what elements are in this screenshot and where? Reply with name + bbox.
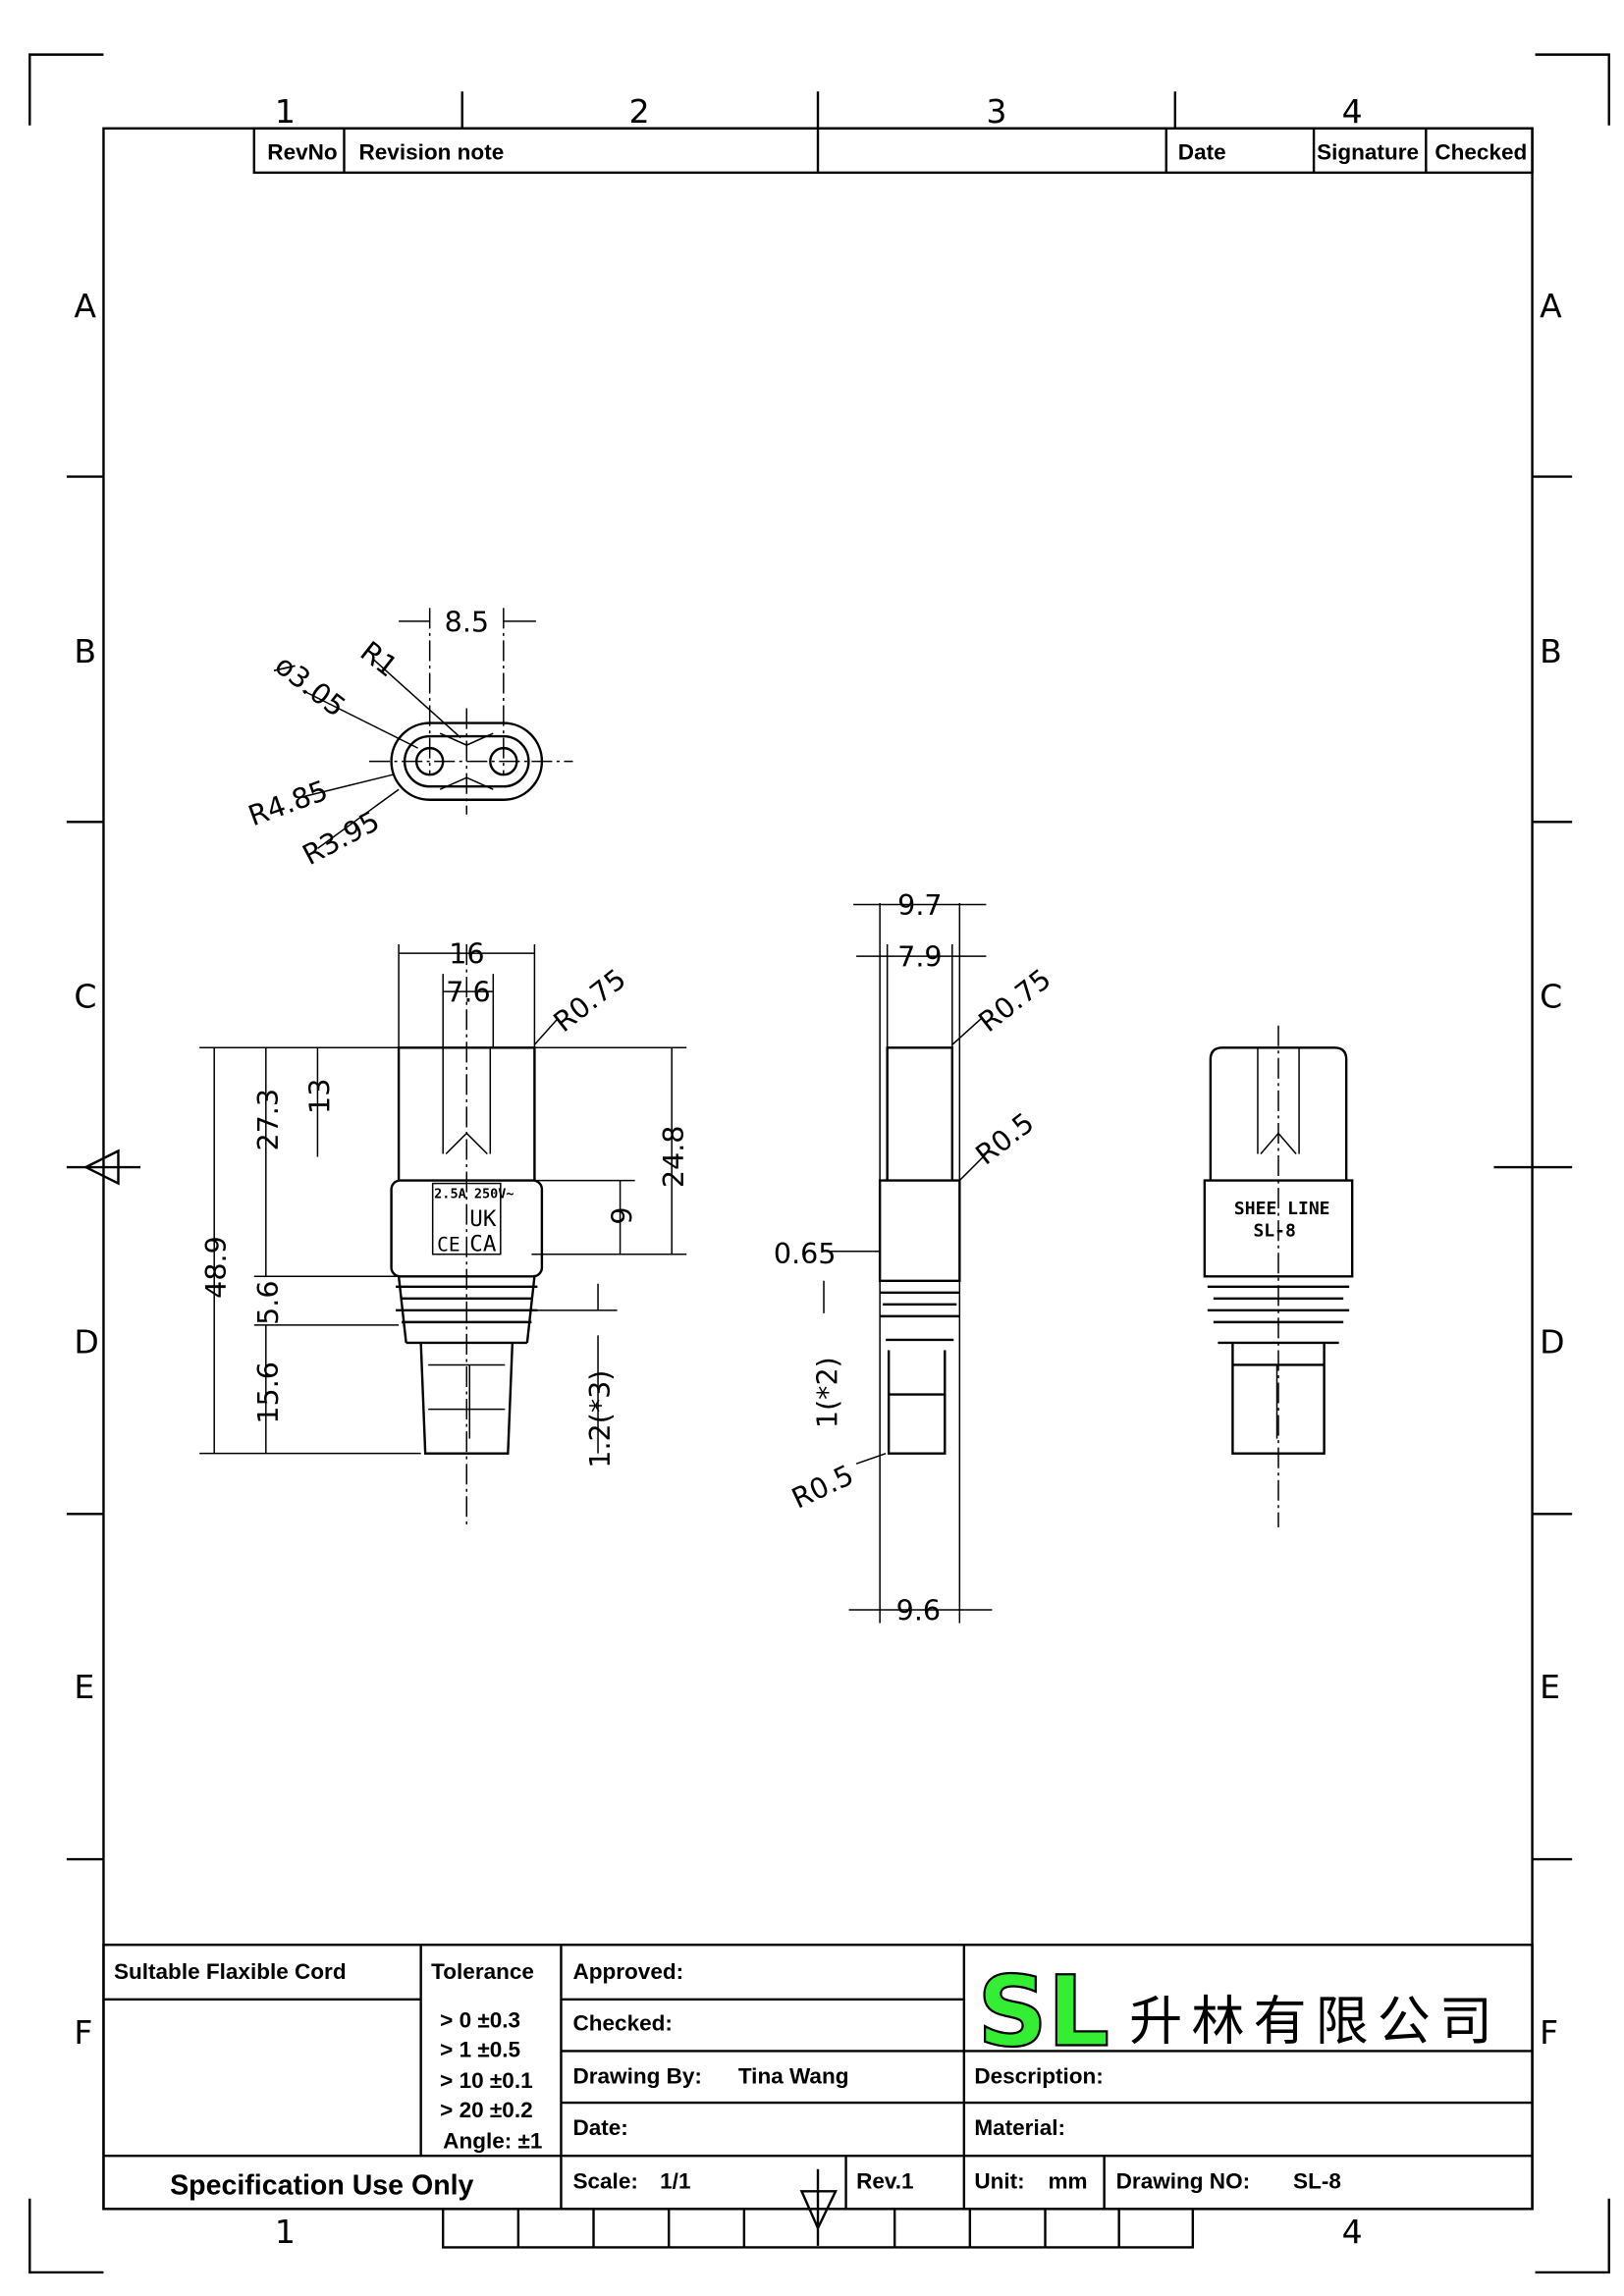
svg-text:Rev.1: Rev.1 [856, 2168, 913, 2193]
svg-text:> 0 ±0.3: > 0 ±0.3 [440, 2007, 520, 2032]
svg-text:升林有限公司: 升林有限公司 [1129, 1990, 1501, 2052]
svg-text:E: E [74, 1668, 94, 1706]
svg-text:R0.5: R0.5 [786, 1458, 858, 1515]
svg-text:B: B [1540, 632, 1562, 670]
svg-text:R1: R1 [354, 634, 405, 683]
svg-text:R0.75: R0.75 [972, 962, 1057, 1039]
svg-text:CE: CE [437, 1234, 460, 1256]
svg-text:F: F [1540, 2013, 1558, 2052]
svg-text:1.2(*3): 1.2(*3) [583, 1370, 617, 1468]
svg-text:Description:: Description: [974, 2064, 1103, 2089]
svg-text:1/1: 1/1 [660, 2168, 690, 2193]
svg-text:C: C [1540, 978, 1562, 1016]
svg-text:R0.5: R0.5 [969, 1105, 1040, 1171]
svg-text:4: 4 [1342, 92, 1363, 131]
zone-row-labels: A A B B C C D D E E F F [74, 287, 1564, 2052]
svg-text:1(*2): 1(*2) [811, 1357, 844, 1428]
svg-text:Scale:: Scale: [572, 2168, 637, 2193]
zone-column-labels: 1 2 3 4 1 4 [275, 92, 1363, 2251]
svg-text:A: A [1540, 287, 1562, 325]
svg-text:0.65: 0.65 [774, 1237, 837, 1270]
svg-text:Approved:: Approved: [572, 1959, 683, 1984]
svg-text:3: 3 [986, 92, 1006, 131]
svg-text:Checked:: Checked: [572, 2010, 672, 2035]
svg-text:SHEE LINE: SHEE LINE [1234, 1199, 1330, 1219]
svg-text:Revision note: Revision note [359, 139, 505, 164]
title-block: Sultable Flaxible Cord Tolerance > 0 ±0.… [102, 1944, 1534, 2249]
svg-text:SL-8: SL-8 [1293, 2168, 1341, 2193]
svg-text:Checked: Checked [1435, 139, 1527, 164]
svg-text:2: 2 [629, 92, 650, 131]
svg-text:13: 13 [302, 1079, 336, 1114]
svg-text:Drawing NO:: Drawing NO: [1116, 2168, 1250, 2193]
centering-arrow-icon [82, 1148, 120, 1186]
rear-view: SHEE LINE SL-8 [1203, 1025, 1354, 1527]
svg-text:F: F [74, 2013, 92, 2052]
svg-text:9.6: 9.6 [896, 1594, 941, 1628]
svg-text:SL-8: SL-8 [1253, 1221, 1295, 1242]
svg-text:8.5: 8.5 [445, 605, 489, 638]
svg-text:16: 16 [449, 937, 484, 971]
drawing-border [102, 127, 1534, 2211]
svg-text:Signature: Signature [1317, 139, 1419, 164]
svg-text:Drawing By:: Drawing By: [572, 2064, 701, 2089]
svg-text:Sultable Flaxible Cord: Sultable Flaxible Cord [114, 1959, 347, 1984]
top-view: 8.5 R1 ø3.05 R4.85 R3.95 [244, 605, 573, 872]
svg-text:27.3: 27.3 [251, 1089, 285, 1151]
corner-marks [28, 53, 1610, 2274]
svg-text:7.6: 7.6 [446, 976, 490, 1009]
svg-text:9: 9 [606, 1206, 639, 1224]
svg-text:UK: UK [469, 1206, 497, 1232]
svg-text:E: E [1540, 1668, 1560, 1706]
svg-text:A: A [74, 287, 96, 325]
svg-text:1: 1 [275, 92, 296, 131]
svg-text:Angle: ±1: Angle: ±1 [443, 2129, 542, 2154]
svg-text:15.6: 15.6 [251, 1362, 285, 1424]
svg-text:Date: Date [1178, 139, 1226, 164]
svg-text:D: D [74, 1322, 98, 1361]
svg-text:Tolerance: Tolerance [431, 1959, 534, 1984]
projection-symbol-icon [799, 2168, 838, 2246]
svg-text:2.5A 250V~: 2.5A 250V~ [434, 1187, 514, 1202]
svg-text:RevNo: RevNo [267, 139, 337, 164]
svg-text:1: 1 [275, 2213, 296, 2251]
svg-text:ø3.05: ø3.05 [269, 648, 352, 723]
revision-table: RevNo Revision note Date Signature Check… [252, 127, 1534, 175]
svg-text:R4.85: R4.85 [244, 774, 332, 832]
svg-text:Material:: Material: [974, 2115, 1065, 2140]
front-view: 2.5A 250V~ UK CA CE 16 7.6 R0.75 48.9 27… [199, 937, 690, 1527]
svg-text:> 1 ±0.5: > 1 ±0.5 [440, 2037, 520, 2061]
svg-text:Date:: Date: [572, 2115, 627, 2140]
svg-text:R0.75: R0.75 [547, 962, 632, 1039]
svg-text:Specification Use Only: Specification Use Only [170, 2169, 473, 2201]
svg-text:7.9: 7.9 [897, 940, 942, 974]
svg-text:> 20 ±0.2: > 20 ±0.2 [440, 2098, 532, 2122]
svg-text:CA: CA [469, 1232, 497, 1257]
svg-text:Unit:: Unit: [974, 2168, 1024, 2193]
svg-text:D: D [1540, 1322, 1564, 1361]
svg-text:48.9: 48.9 [199, 1236, 233, 1299]
svg-text:C: C [74, 978, 96, 1016]
company-logo: SL [977, 1955, 1110, 2068]
svg-text:9.7: 9.7 [897, 888, 942, 922]
svg-text:R3.95: R3.95 [297, 804, 385, 872]
svg-text:5.6: 5.6 [251, 1280, 285, 1324]
side-view: 9.7 7.9 R0.75 R0.5 0.65 1(*2) R0.5 9.6 [774, 888, 1057, 1628]
svg-text:24.8: 24.8 [657, 1126, 690, 1189]
svg-text:4: 4 [1342, 2213, 1363, 2251]
svg-text:Tina Wang: Tina Wang [738, 2064, 849, 2089]
svg-text:B: B [74, 632, 96, 670]
svg-text:> 10 ±0.1: > 10 ±0.1 [440, 2068, 532, 2093]
svg-text:mm: mm [1049, 2168, 1088, 2193]
